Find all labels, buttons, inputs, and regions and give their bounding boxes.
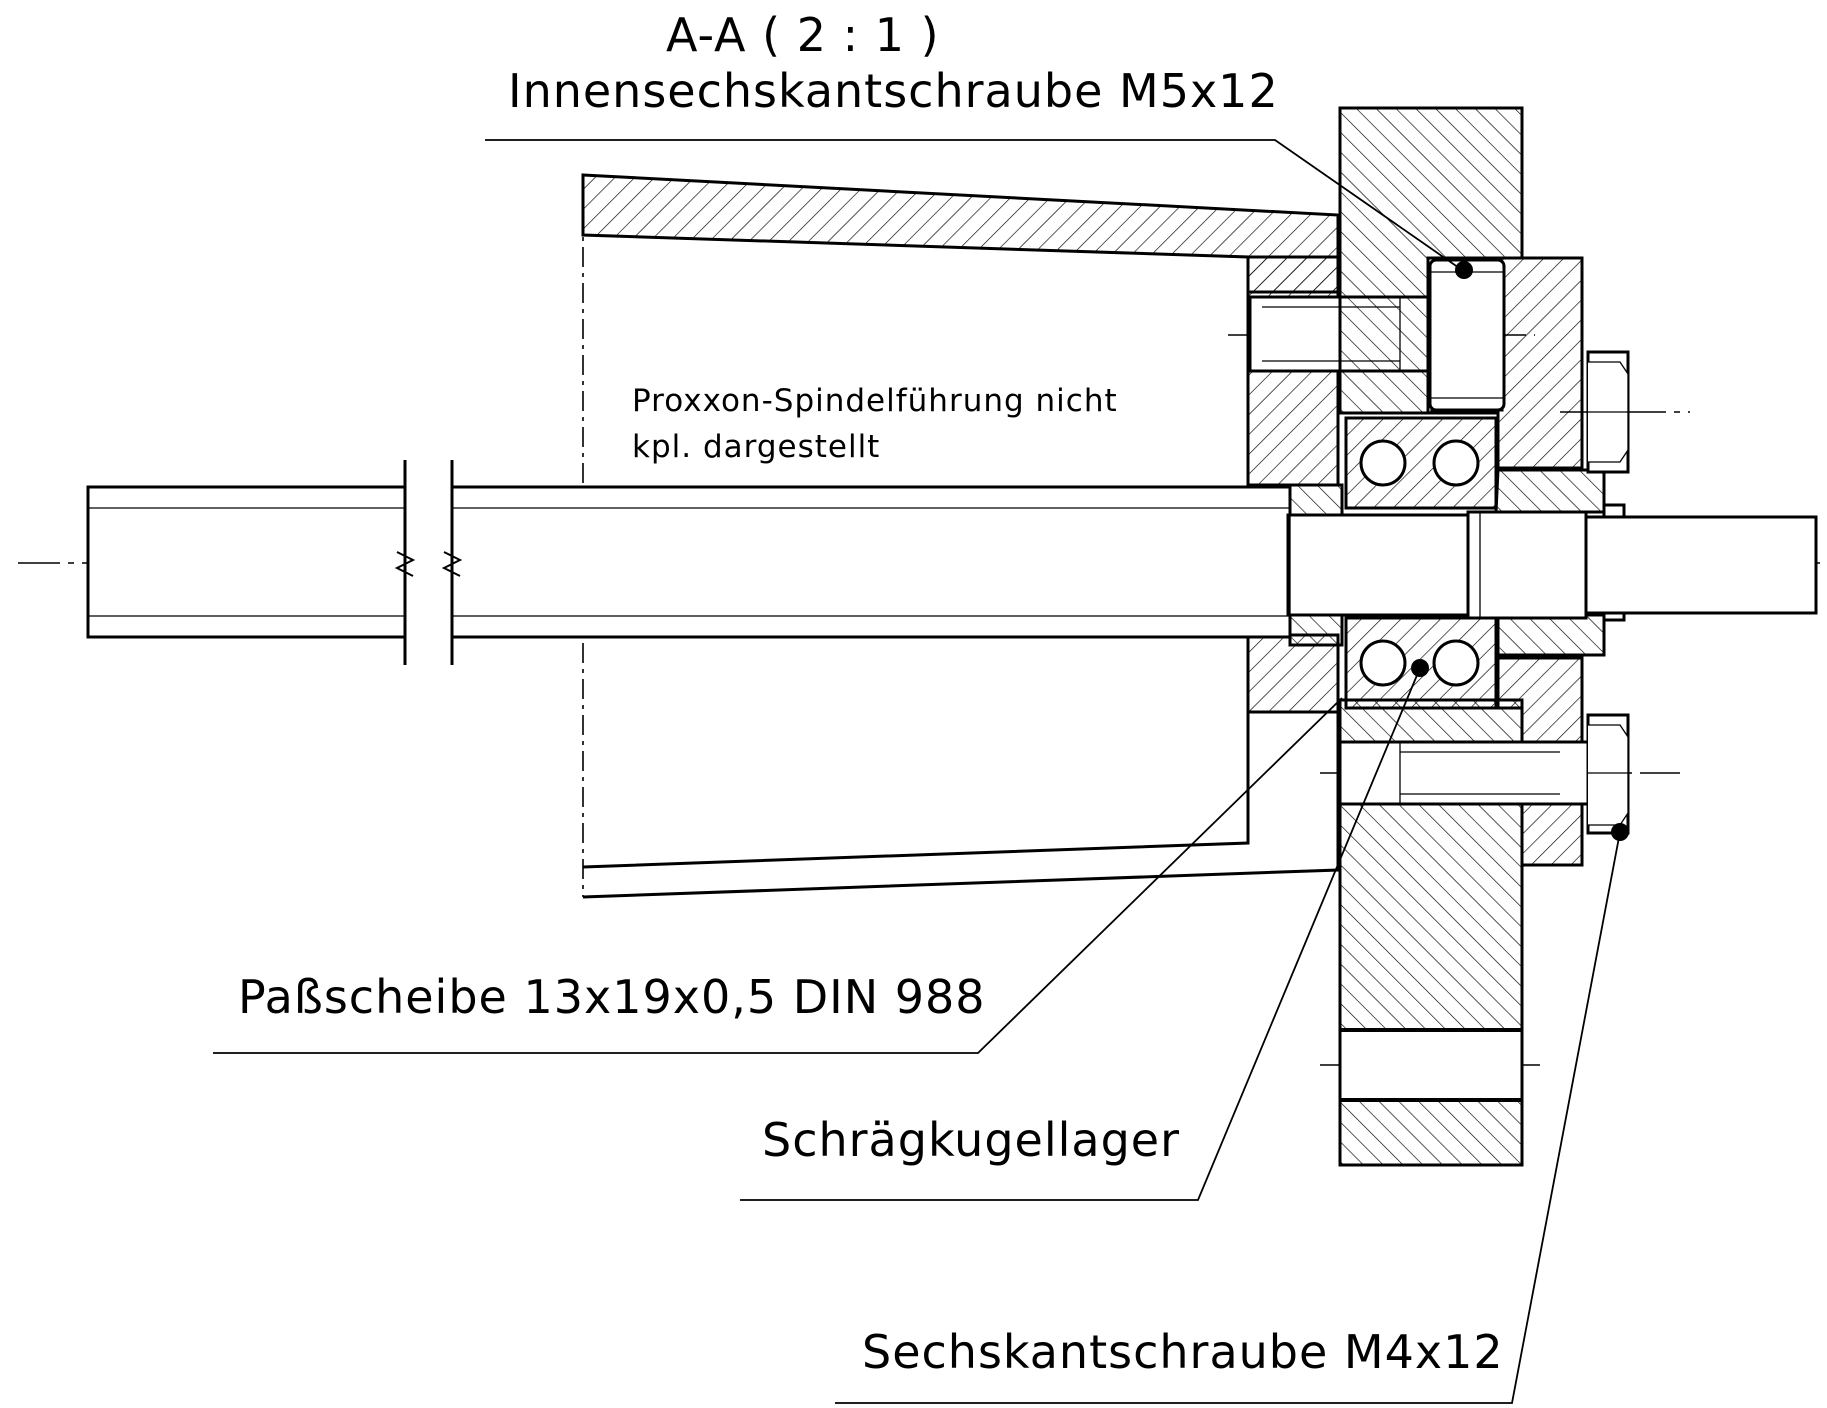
hex-bolt-bottom (1338, 713, 1630, 835)
hex-bolt-top (1586, 350, 1630, 474)
socket-screw-head (1428, 258, 1506, 412)
label-shim: Paßscheibe 13x19x0,5 DIN 988 (238, 970, 986, 1024)
leader-lines (213, 139, 1621, 1404)
label-note-line2: kpl. dargestellt (632, 429, 881, 465)
label-bearing: Schrägkugellager (762, 1113, 1180, 1167)
leader-dots (1411, 261, 1629, 841)
flange-plate (1338, 106, 1524, 1167)
shim-washer (1288, 483, 1344, 647)
shaft (86, 485, 1818, 639)
shaft-break (88, 460, 463, 665)
label-hex-screw: Sechskantschraube M4x12 (862, 1325, 1504, 1379)
label-socket-screw: Innensechskantschraube M5x12 (508, 64, 1279, 118)
section-title: A-A ( 2 : 1 ) (666, 8, 940, 62)
label-note-line1: Proxxon-Spindelführung nicht (632, 383, 1118, 419)
